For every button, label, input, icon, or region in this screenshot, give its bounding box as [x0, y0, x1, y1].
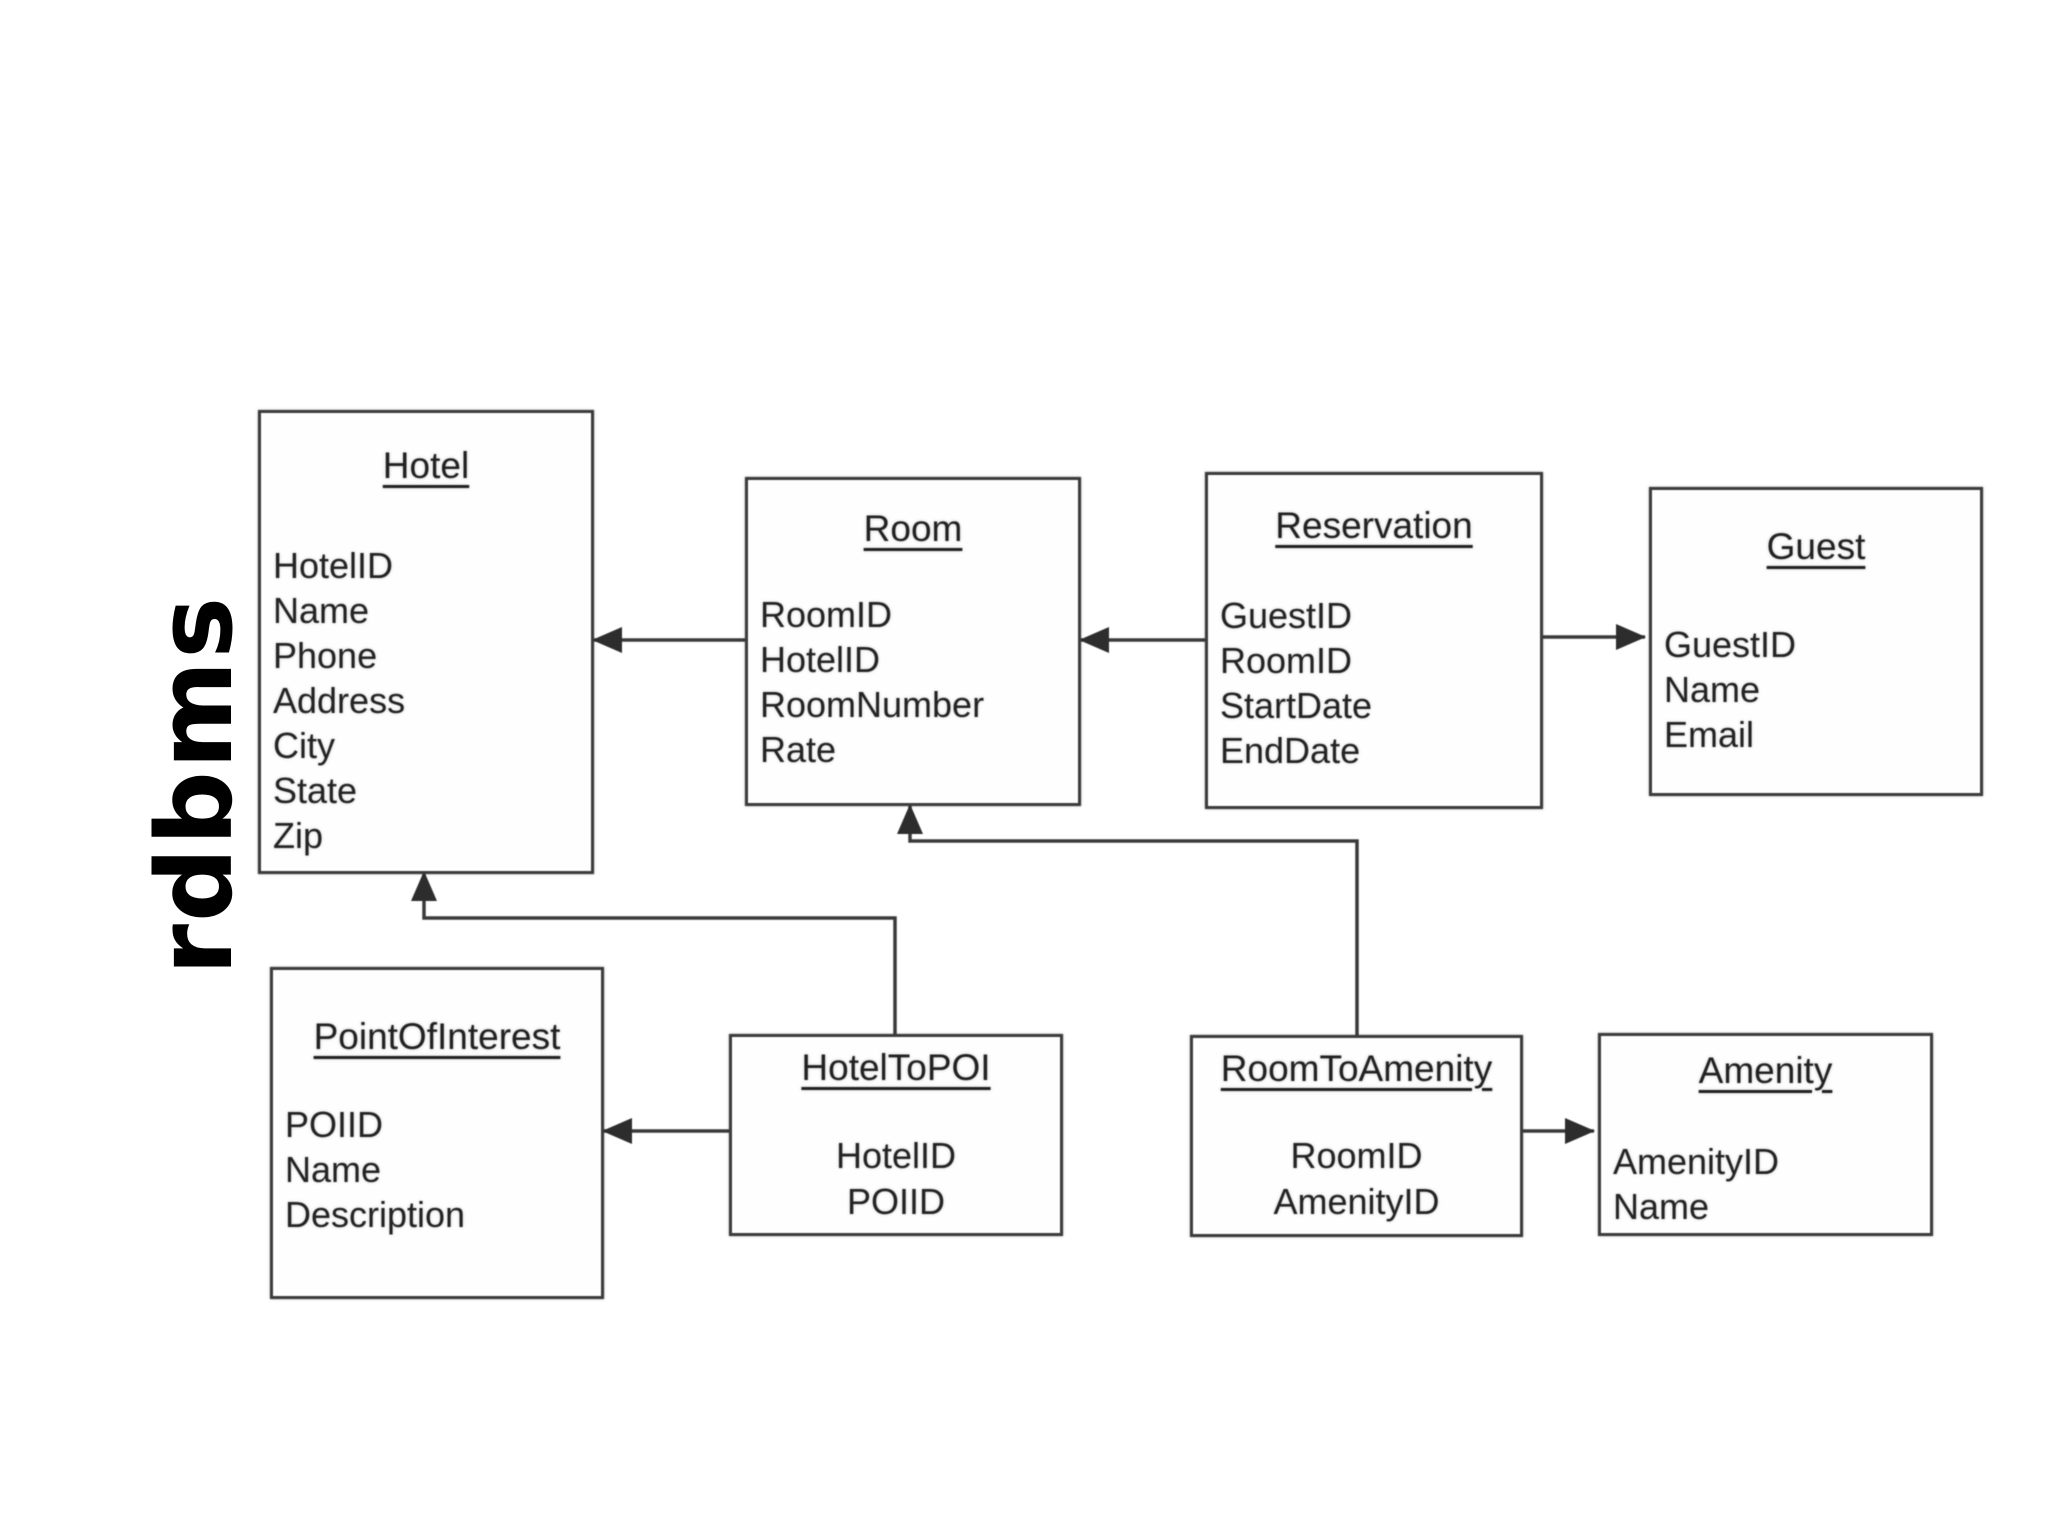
- entity-hoteltopoi-title: HotelToPOI: [801, 1047, 991, 1088]
- field-state: State: [273, 770, 358, 811]
- field-rate: Rate: [760, 729, 837, 770]
- field-zip: Zip: [273, 815, 324, 856]
- entity-roomtoamenity-fields: RoomID AmenityID: [1205, 1133, 1508, 1225]
- field-enddate: EndDate: [1220, 730, 1361, 771]
- field-roomid: RoomID: [760, 594, 893, 635]
- field-hotelid: HotelID: [760, 639, 881, 680]
- entity-reservation-fields: GuestID RoomID StartDate EndDate: [1220, 593, 1528, 773]
- field-hotelid: HotelID: [835, 1135, 957, 1176]
- field-guestid: GuestID: [1220, 595, 1353, 636]
- field-hotelid: HotelID: [273, 545, 394, 586]
- entity-hoteltopoi: HotelToPOI HotelID POIID: [729, 1034, 1063, 1236]
- field-guestid: GuestID: [1664, 624, 1797, 665]
- field-poiid: POIID: [846, 1181, 945, 1222]
- field-name: Name: [285, 1149, 382, 1190]
- field-roomnumber: RoomNumber: [760, 684, 985, 725]
- entity-reservation-title: Reservation: [1275, 505, 1473, 546]
- entity-room-title: Room: [863, 508, 963, 549]
- entity-hotel-title: Hotel: [382, 445, 470, 486]
- entity-guest-title: Guest: [1766, 526, 1866, 567]
- arrow-roomtoamenity-to-room: [897, 804, 1359, 1035]
- field-description: Description: [285, 1194, 466, 1235]
- entity-roomtoamenity-title: RoomToAmenity: [1220, 1048, 1493, 1089]
- entity-reservation: Reservation GuestID RoomID StartDate End…: [1205, 472, 1543, 809]
- entity-pointofinterest-fields: POIID Name Description: [285, 1102, 589, 1237]
- field-roomid: RoomID: [1220, 640, 1353, 681]
- entity-pointofinterest: PointOfInterest POIID Name Description: [270, 967, 604, 1299]
- entity-room-fields: RoomID HotelID RoomNumber Rate: [760, 592, 1066, 772]
- field-roomid: RoomID: [1290, 1135, 1423, 1176]
- entity-amenity: Amenity AmenityID Name: [1598, 1033, 1933, 1236]
- field-city: City: [273, 725, 335, 766]
- field-name: Name: [273, 590, 370, 631]
- field-startdate: StartDate: [1220, 685, 1373, 726]
- field-email: Email: [1664, 714, 1755, 755]
- entity-hotel: Hotel HotelID Name Phone Address City St…: [258, 410, 594, 874]
- entity-room: Room RoomID HotelID RoomNumber Rate: [745, 477, 1081, 806]
- field-poiid: POIID: [285, 1104, 384, 1145]
- entity-guest-fields: GuestID Name Email: [1664, 622, 1968, 757]
- field-address: Address: [273, 680, 406, 721]
- field-name: Name: [1613, 1186, 1710, 1227]
- entity-hoteltopoi-fields: HotelID POIID: [744, 1133, 1048, 1225]
- entity-roomtoamenity: RoomToAmenity RoomID AmenityID: [1190, 1035, 1523, 1237]
- field-name: Name: [1664, 669, 1761, 710]
- entity-amenity-title: Amenity: [1698, 1050, 1833, 1091]
- entity-pointofinterest-title: PointOfInterest: [313, 1016, 561, 1057]
- entity-guest: Guest GuestID Name Email: [1649, 487, 1983, 796]
- entity-hotel-fields: HotelID Name Phone Address City State Zi…: [273, 543, 579, 858]
- field-amenityid: AmenityID: [1273, 1181, 1440, 1222]
- field-amenityid: AmenityID: [1613, 1141, 1780, 1182]
- entity-amenity-fields: AmenityID Name: [1613, 1139, 1918, 1229]
- field-phone: Phone: [273, 635, 378, 676]
